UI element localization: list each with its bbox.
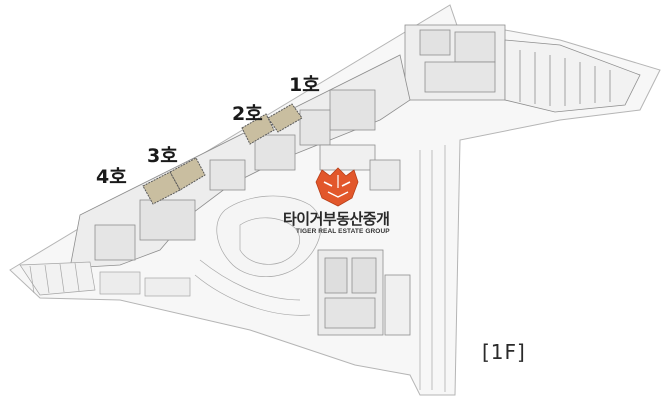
unit-4-area bbox=[142, 171, 181, 205]
unit-2-area bbox=[241, 113, 275, 145]
lower-wing-block bbox=[317, 249, 411, 336]
unit-label-3: 3호 bbox=[147, 145, 178, 167]
parking-area bbox=[19, 261, 191, 297]
courtyard bbox=[194, 195, 322, 316]
logo-name-english: TIGER REAL ESTATE GROUP bbox=[296, 228, 390, 235]
unit-1-area bbox=[267, 103, 303, 133]
right-wing-block bbox=[404, 24, 641, 113]
unit-label-2: 2호 bbox=[232, 103, 263, 125]
retail-units bbox=[142, 103, 303, 205]
tiger-head-icon bbox=[315, 167, 359, 207]
unit-label-4: 4호 bbox=[96, 166, 127, 188]
main-building-band bbox=[69, 54, 411, 269]
unit-3-area bbox=[169, 157, 206, 191]
unit-label-1: 1호 bbox=[289, 74, 320, 96]
logo-name-korean: 타이거부동산중개 bbox=[283, 210, 390, 228]
floor-label: [1F] bbox=[482, 340, 526, 364]
side-road bbox=[419, 145, 446, 392]
